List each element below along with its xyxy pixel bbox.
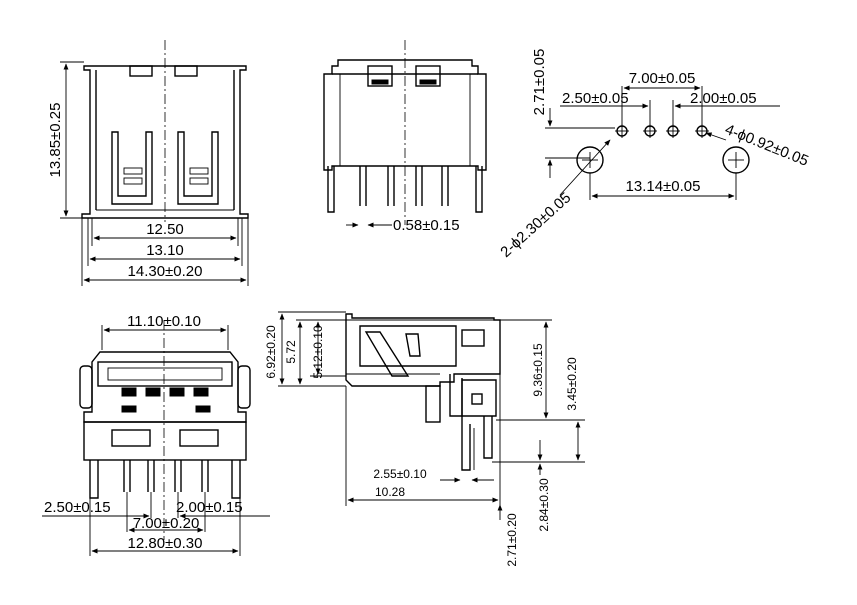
bottom-left-pitch-label: 2.50±0.15 [44,499,111,516]
side-tab-offset-label: 2.55±0.10 [373,467,427,481]
front-height-label: 13.85±0.25 [47,103,64,178]
bottom-pin-span-label: 7.00±0.20 [133,515,200,532]
bottom-shell-width-label: 11.10±0.10 [127,313,201,330]
bottom-overall-width-label: 12.80±0.30 [128,535,203,552]
front-view: 13.85±0.25 12.50 13.10 14.30±0.20 [47,40,249,286]
front-overall-width-label: 14.30±0.20 [128,263,203,280]
front-body-width-label: 13.10 [146,242,184,259]
side-height-mid-label: 5.72 [284,340,298,364]
side-view: 6.92±0.20 5.72 5.12±0.10 9.36±0.15 3.45±… [264,311,585,567]
pcb-peg-spacing-label: 13.14±0.05 [626,178,701,195]
rear-view: 0.58±0.15 [323,40,487,234]
pcb-layout: 2.71±0.05 7.00±0.05 2.50±0.05 2.00±0.05 … [497,49,810,261]
side-length-base-label: 10.28 [375,485,405,499]
bottom-right-pitch-label: 2.00±0.15 [176,499,243,516]
bottom-view: 11.10±0.10 2.50±0.15 2.00±0.15 [42,313,270,556]
rear-pin-width-label: 0.58±0.15 [393,217,460,234]
side-height-small-label: 5.12±0.10 [311,325,325,379]
pcb-top-offset-label: 2.71±0.05 [531,49,548,116]
front-inner-width-label: 12.50 [146,221,184,238]
pcb-peg-holes-label: 2-ϕ2.30±0.05 [497,189,574,261]
side-height-lower-label: 3.45±0.20 [565,357,579,411]
side-length-long-label: 9.36±0.15 [531,343,545,397]
pcb-pin-span-label: 7.00±0.05 [629,70,696,87]
side-height-total-label: 6.92±0.20 [264,325,278,379]
side-pin-length-label: 2.84±0.30 [537,478,551,532]
pcb-left-pitch-label: 2.50±0.05 [562,90,629,107]
side-bottom-offset-label: 2.71±0.20 [505,513,519,567]
pcb-right-pitch-label: 2.00±0.05 [690,90,757,107]
